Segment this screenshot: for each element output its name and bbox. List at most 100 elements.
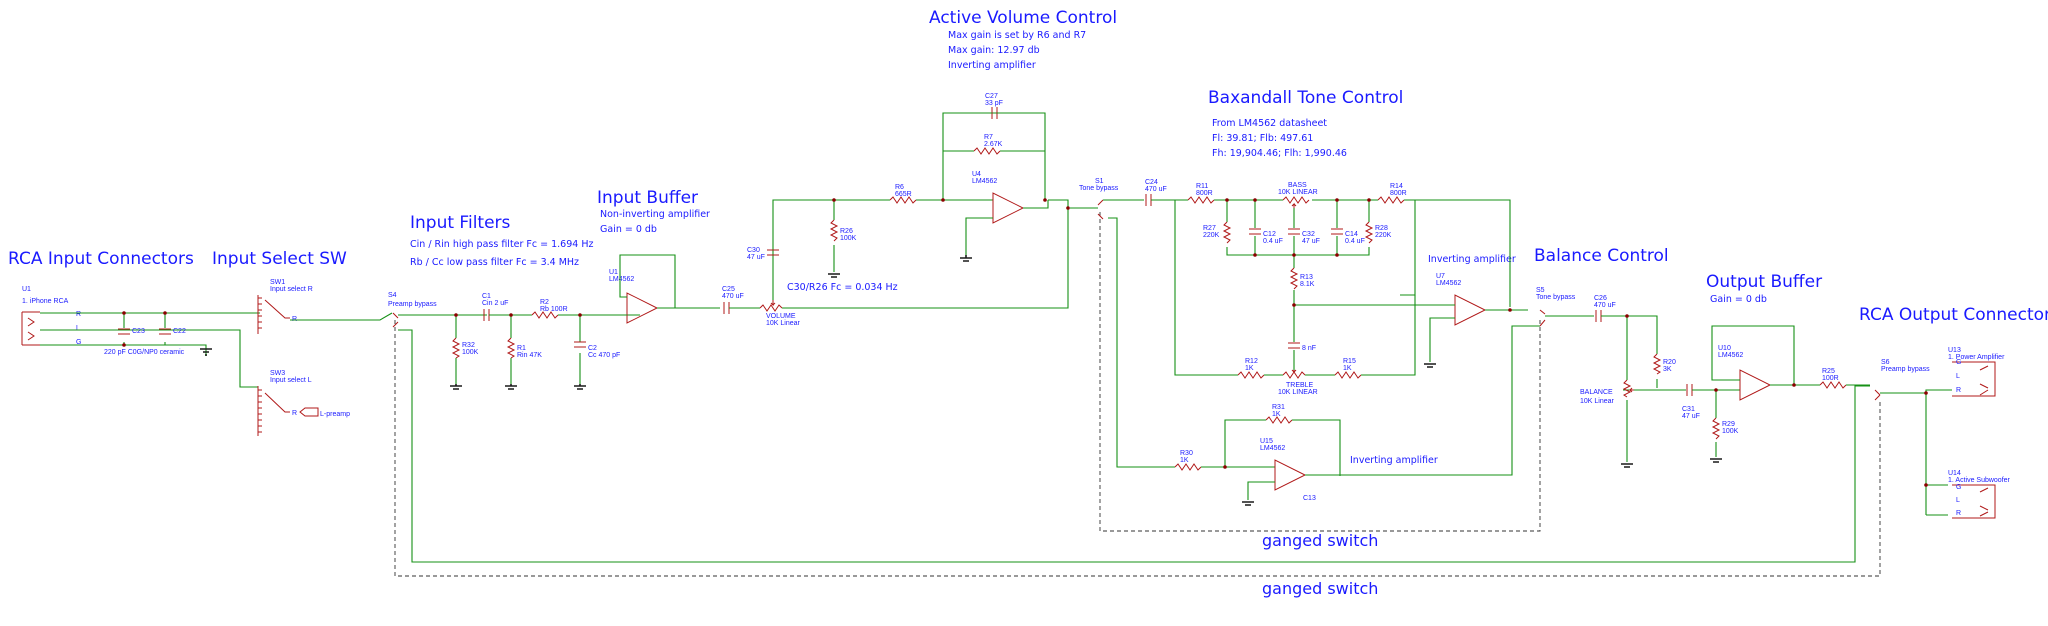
svg-text:C12: C12 [1263,231,1276,238]
capacitor-c14: C14 0.4 uF [1331,228,1365,245]
junction-dots-volume [832,198,1070,210]
svg-text:R12: R12 [1245,358,1258,365]
svg-text:C30: C30 [747,247,760,254]
svg-text:1. Power Amplifier: 1. Power Amplifier [1948,354,2005,361]
svg-text:C22: C22 [173,328,186,335]
label-ceramic: 220 pF C0G/NP0 ceramic [104,349,185,356]
resistor-r27: R27 220K [1203,221,1232,244]
wires-volume-feedback [942,112,1046,200]
wire-bypass-path [398,329,1870,563]
svg-text:R7: R7 [984,134,993,141]
ground-r29 [1710,458,1722,463]
title-input-buffer: Input Buffer [597,188,698,208]
svg-text:1K: 1K [1272,411,1281,418]
svg-text:S4: S4 [388,292,397,299]
svg-text:C23: C23 [132,328,145,335]
svg-text:LM4562: LM4562 [1718,352,1743,359]
resistor-r20: R20 3K [1652,353,1676,375]
svg-text:100K: 100K [840,235,857,242]
svg-text:100K: 100K [1722,428,1739,435]
note-tone-fh: Fh: 19,904.46; Flh: 1,990.46 [1212,148,1347,159]
capacitor-c23: C23 [118,328,145,335]
svg-text:U7: U7 [1436,273,1445,280]
capacitor-c25: C25 470 uF [722,286,744,314]
ganged-link-s4-s6 [394,320,1881,577]
note-filters-lp: Rb / Cc low pass filter Fc = 3.4 MHz [410,257,579,268]
wires-u15-feedback [1224,419,1341,476]
resistor-r6: R6 665R [889,184,917,204]
wire-s1-in [1070,199,1144,209]
opamp-u15: U15 LM4562 C13 [1260,438,1316,502]
resistor-r15: R15 1K [1334,358,1362,379]
ground-balance [1621,463,1633,468]
svg-text:R28: R28 [1375,225,1388,232]
opamp-u7-tone: U7 LM4562 [1436,273,1487,326]
switch-s1-tone-bypass[interactable]: S1 Tone bypass [1079,178,1119,220]
junction-dots-output [1625,314,1928,487]
svg-text:R11: R11 [1196,183,1208,190]
capacitor-c12: C12 0.4 uF [1249,228,1283,245]
svg-text:8.1K: 8.1K [1300,281,1315,288]
svg-text:S1: S1 [1095,178,1104,185]
svg-text:C2: C2 [588,345,597,352]
svg-text:10K LINEAR: 10K LINEAR [1278,389,1318,396]
wires-rca-input [40,312,260,388]
title-baxandall: Baxandall Tone Control [1208,88,1403,108]
svg-text:U1: U1 [22,286,31,293]
svg-text:665R: 665R [895,191,912,198]
svg-text:100K: 100K [462,349,479,356]
switch-sw1[interactable]: SW1 Input select R R [257,279,313,334]
wires-buffer [613,254,720,316]
potentiometer-bass: BASS 10K LINEAR [1278,182,1318,208]
svg-text:Preamp bypass: Preamp bypass [1881,366,1930,373]
svg-text:C1: C1 [482,293,491,300]
svg-text:Input select L: Input select L [270,377,312,384]
svg-text:S5: S5 [1536,287,1545,294]
resistor-r12: R12 1K [1237,358,1265,379]
svg-text:U15: U15 [1260,438,1273,445]
svg-text:LM4562: LM4562 [609,276,634,283]
switch-s6-preamp-bypass[interactable]: S6 Preamp bypass [1874,359,1930,401]
svg-text:TREBLE: TREBLE [1286,382,1314,389]
svg-text:R30: R30 [1180,450,1193,457]
svg-text:R32: R32 [462,342,475,349]
svg-text:Rin 47K: Rin 47K [517,352,542,359]
resistor-r2-rb: R2 Rb 100R [531,299,568,319]
ground-u15 [1242,501,1254,506]
svg-text:470 uF: 470 uF [1145,186,1167,193]
junction-dots-filters [122,311,582,347]
note-tone-inverting: Inverting amplifier [1428,254,1516,265]
svg-text:R: R [76,311,81,318]
potentiometer-treble: TREBLE 10K LINEAR [1278,369,1318,396]
note-outbuf-gain: Gain = 0 db [1710,294,1767,305]
svg-text:R6: R6 [895,184,904,191]
note-tone-fl: Fl: 39.81; Flb: 497.61 [1212,133,1313,144]
capacitor-c2-cc: C2 Cc 470 pF [574,341,620,359]
svg-text:R26: R26 [840,228,853,235]
rca-output-subwoofer: U14 1. Active Subwoofer G L R [1948,470,2011,519]
svg-text:220K: 220K [1375,232,1392,239]
svg-text:470 uF: 470 uF [722,293,744,300]
svg-text:220K: 220K [1203,232,1220,239]
svg-text:47 uF: 47 uF [747,254,765,261]
svg-text:BALANCE: BALANCE [1580,389,1613,396]
switch-s4-preamp-bypass[interactable]: S4 Preamp bypass [388,292,437,328]
potentiometer-balance: BALANCE 10K Linear [1580,379,1634,405]
note-volume-inverting: Inverting amplifier [948,60,1036,71]
wire-volume-out [782,199,1069,309]
svg-text:1. iPhone RCA: 1. iPhone RCA [22,298,69,305]
title-input-select: Input Select SW [212,249,347,269]
svg-text:Cc 470 pF: Cc 470 pF [588,352,620,359]
svg-text:R2: R2 [540,299,549,306]
note-tone-source: From LM4562 datasheet [1212,118,1327,129]
svg-text:Cin 2 uF: Cin 2 uF [482,300,508,307]
capacitor-c22: C22 [159,328,186,335]
wires-tone-outer [1174,199,1511,376]
switch-s5-tone-bypass[interactable]: S5 Tone bypass [1536,287,1576,327]
switch-sw3[interactable]: SW3 Input select L R L-preamp [257,370,350,436]
resistor-r14: R14 800R [1377,183,1407,204]
ground-filters [450,384,586,390]
wires-u7 [1429,304,1528,362]
svg-text:8 nF: 8 nF [1302,345,1316,352]
ganged-link-s1-s5 [1099,212,1541,532]
